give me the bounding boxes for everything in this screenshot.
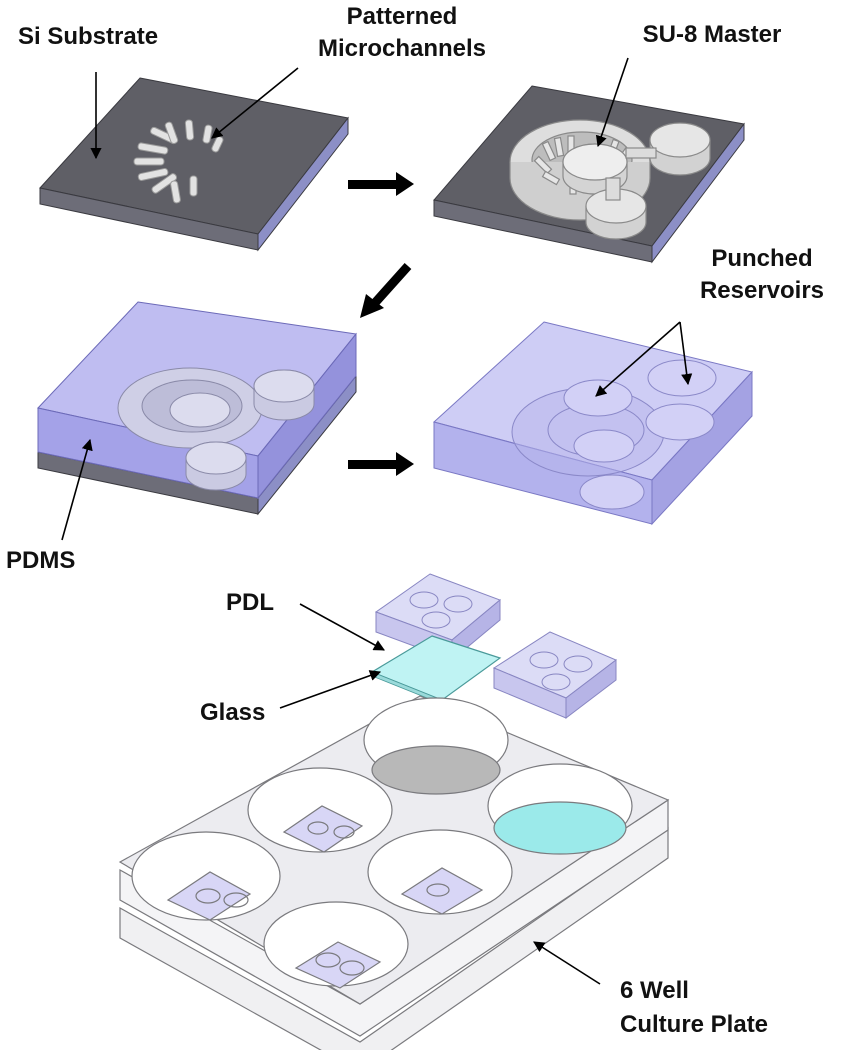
well-4	[131, 831, 281, 921]
process-arrow-right-1	[348, 172, 414, 196]
well-1	[363, 697, 509, 795]
pointer-su8-master	[595, 57, 629, 148]
well-2	[247, 767, 393, 853]
label-six-well: 6 Well	[620, 977, 689, 1004]
process-arrow-right-2	[348, 452, 414, 476]
label-glass: Glass	[200, 699, 265, 726]
label-si-substrate: Si Substrate	[18, 23, 158, 50]
si-substrate-block	[39, 77, 349, 252]
label-pdms: PDMS	[6, 547, 75, 574]
pointer-microchannels	[211, 67, 299, 139]
glass-slide	[370, 635, 502, 701]
pointer-reservoir-2	[679, 321, 693, 386]
pdms-punched-block	[432, 321, 753, 526]
label-microchannels: Microchannels	[318, 35, 486, 62]
pointer-reservoir-1	[595, 321, 681, 397]
six-well-plate	[118, 695, 670, 1050]
su8-pattern	[509, 119, 711, 240]
label-su8-master: SU-8 Master	[643, 21, 782, 48]
process-arrow-diagonal	[360, 262, 412, 318]
well-6	[263, 901, 409, 989]
label-pdl: PDL	[226, 589, 274, 616]
pointer-glass	[279, 670, 382, 709]
label-culture-plate: Culture Plate	[620, 1011, 768, 1038]
well-5	[367, 829, 513, 915]
pointer-culture-plate	[533, 941, 601, 985]
label-reservoirs: Reservoirs	[700, 277, 824, 304]
label-patterned: Patterned	[347, 3, 458, 30]
pdms-device-right	[492, 631, 617, 720]
pointer-pdms	[61, 438, 93, 541]
microchannel-pattern	[133, 119, 224, 204]
label-punched: Punched	[711, 245, 812, 272]
pdms-on-master-block	[37, 301, 357, 516]
pointer-pdl	[299, 603, 385, 651]
well-3	[487, 763, 633, 855]
